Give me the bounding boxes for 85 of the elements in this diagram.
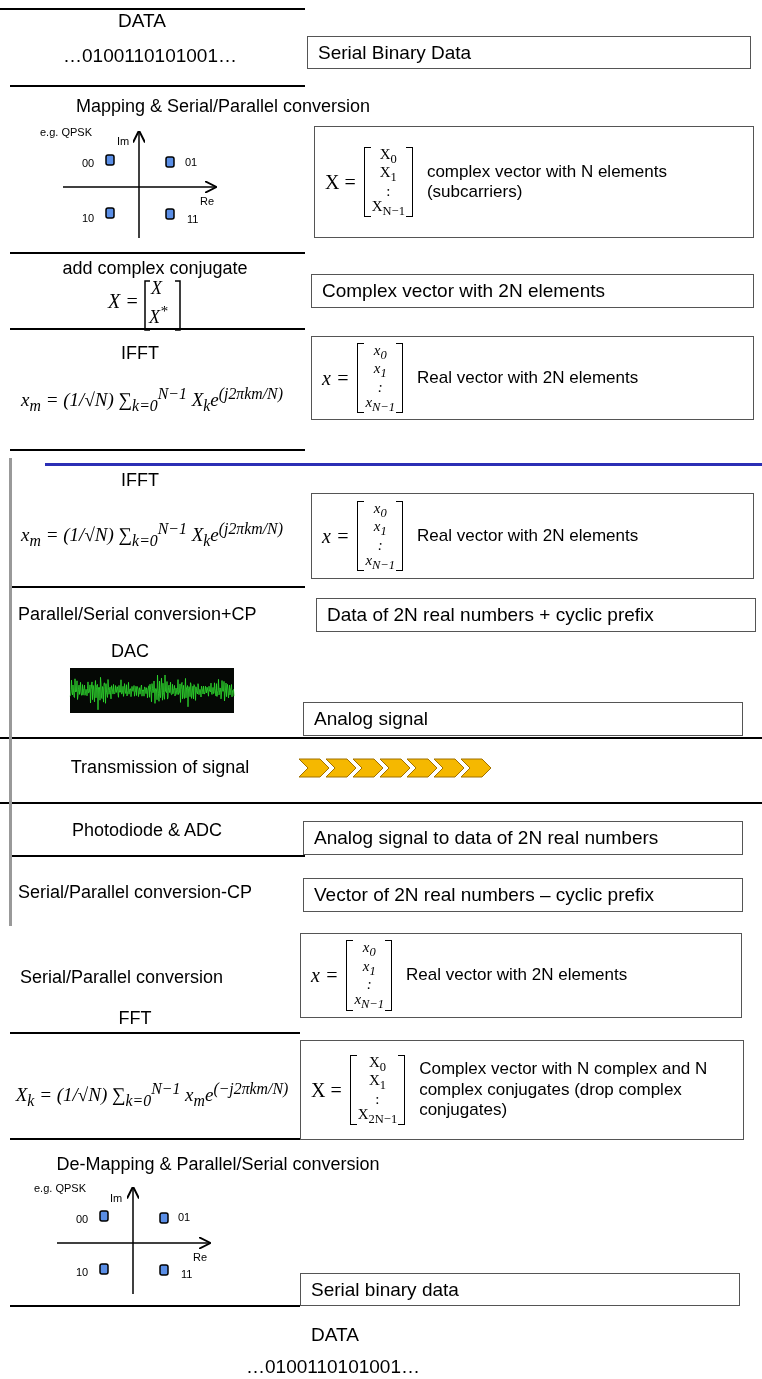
matrix-entry: x$_{1}$ [373, 361, 387, 380]
description-text: Analog signal to data of 2N real numbers [314, 827, 659, 849]
matrix-entry: X$_{0}$ [379, 146, 397, 166]
description-box [303, 821, 743, 855]
step-title: IFFT [121, 343, 159, 364]
matrix-entry: X$_{1}$ [379, 165, 397, 184]
description-box [300, 933, 742, 1018]
description-text: Vector of 2N real numbers – cyclic prefix [314, 884, 655, 906]
matrix-entry: : [386, 183, 391, 199]
description-box [314, 126, 754, 238]
description-text: Complex vector with N complex and N complex conjugates (drop complex conjugates) [419, 1059, 709, 1121]
step-title: Mapping & Serial/Parallel conversion [75, 96, 371, 117]
description-text: Serial Binary Data [318, 41, 472, 64]
matrix-entry: x$_{N−1}$ [365, 394, 396, 414]
formula-term: X = [325, 170, 356, 194]
formula-term: X = [108, 290, 139, 313]
step-title: DAC [111, 641, 149, 662]
matrix-entry: X$_{1}$ [368, 1073, 386, 1092]
description-box [311, 493, 754, 579]
description-box [300, 1040, 744, 1140]
bit-label: 11 [181, 1268, 193, 1281]
step-title: Transmission of signal [70, 757, 250, 778]
matrix-entry: : [377, 537, 383, 553]
matrix-entry: : [377, 379, 383, 395]
description-text: Analog signal [314, 708, 429, 730]
matrix-entry: X$_{0}$ [368, 1054, 386, 1074]
bit-label: 01 [185, 156, 198, 169]
description-box [311, 336, 754, 420]
description-box [307, 36, 751, 69]
bit-label: 11 [187, 213, 199, 226]
matrix-entry: x$_{0}$ [373, 500, 387, 520]
modulation-label: e.g. QPSK [40, 126, 92, 139]
bit-label: 01 [178, 1211, 191, 1224]
data-bits: …0100110101001… [63, 45, 237, 67]
description-box [303, 702, 743, 736]
step-title: Parallel/Serial conversion+CP [18, 604, 257, 625]
description-box [316, 598, 756, 632]
matrix-entry: : [375, 1091, 380, 1107]
description-box [300, 1273, 740, 1306]
description-text: Complex vector with 2N elements [322, 280, 605, 302]
axis-label: Im [117, 135, 130, 148]
matrix-entry: x$_{0}$ [362, 940, 376, 959]
axis-label: Re [193, 1251, 208, 1264]
description-text: complex vector with N elements (subcarriers) [426, 161, 668, 203]
description-text: Serial binary data [311, 1278, 459, 1301]
matrix-entry: x$_{N−1}$ [354, 992, 385, 1011]
matrix-entry: x$_{0}$ [373, 342, 387, 362]
step-title: Photodiode & ADC [71, 820, 223, 841]
description-text: Real vector with 2N elements [406, 965, 628, 986]
matrix-entry: X$_{2N−1}$ [357, 1106, 398, 1126]
axis-label: Im [110, 1192, 123, 1205]
matrix-entry: X [151, 278, 162, 299]
matrix-entry: X$_{N−1}$ [371, 198, 405, 218]
matrix-entry: x$_{1}$ [362, 958, 376, 978]
step-title: Serial/Parallel conversion [20, 967, 224, 988]
step-title: IFFT [121, 470, 159, 491]
heading: DATA [311, 1324, 359, 1346]
description-text: Data of 2N real numbers + cyclic prefix [327, 604, 654, 626]
step-title: add complex conjugate [62, 258, 248, 279]
formula-term: X = [311, 1078, 342, 1102]
description-box [303, 878, 743, 912]
matrix-entry: x$_{1}$ [373, 519, 387, 538]
formula: x$_{m}$ = (1/√N) ∑$_{k=0}$$^{N−1}$ X$_{k}$e$^{(j2πkm/N)}$ [21, 520, 283, 551]
description-text: Real vector with 2N elements [417, 525, 639, 547]
formula-term: x = [322, 366, 350, 390]
bit-label: 10 [82, 212, 95, 225]
bit-label: 00 [82, 157, 95, 170]
formula: x$_{m}$ = (1/√N) ∑$_{k=0}$$^{N−1}$ X$_{k}$e$^{(j2πkm/N)}$ [21, 385, 283, 416]
data-bits: …0100110101001… [246, 1356, 420, 1378]
bit-label: 00 [76, 1213, 89, 1226]
description-box [311, 274, 754, 308]
step-title: Serial/Parallel conversion-CP [18, 882, 253, 903]
formula: X$_{k}$ = (1/√N) ∑$_{k=0}$$^{N−1}$ x$_{m}$e$^{(−j2πkm/N)}$ [15, 1080, 289, 1111]
formula-term: x = [322, 524, 350, 548]
bit-label: 10 [76, 1266, 89, 1279]
matrix-entry: : [366, 977, 372, 993]
axis-label: Re [200, 195, 215, 208]
description-text: Real vector with 2N elements [417, 367, 639, 389]
step-title: FFT [118, 1008, 152, 1029]
matrix-entry: X$^{*}$ [149, 303, 168, 328]
matrix-entry: x$_{N−1}$ [365, 552, 396, 572]
formula-term: x = [311, 964, 339, 987]
modulation-label: e.g. QPSK [34, 1182, 86, 1195]
step-title: De-Mapping & Parallel/Serial conversion [56, 1154, 380, 1175]
heading: DATA [118, 10, 166, 32]
